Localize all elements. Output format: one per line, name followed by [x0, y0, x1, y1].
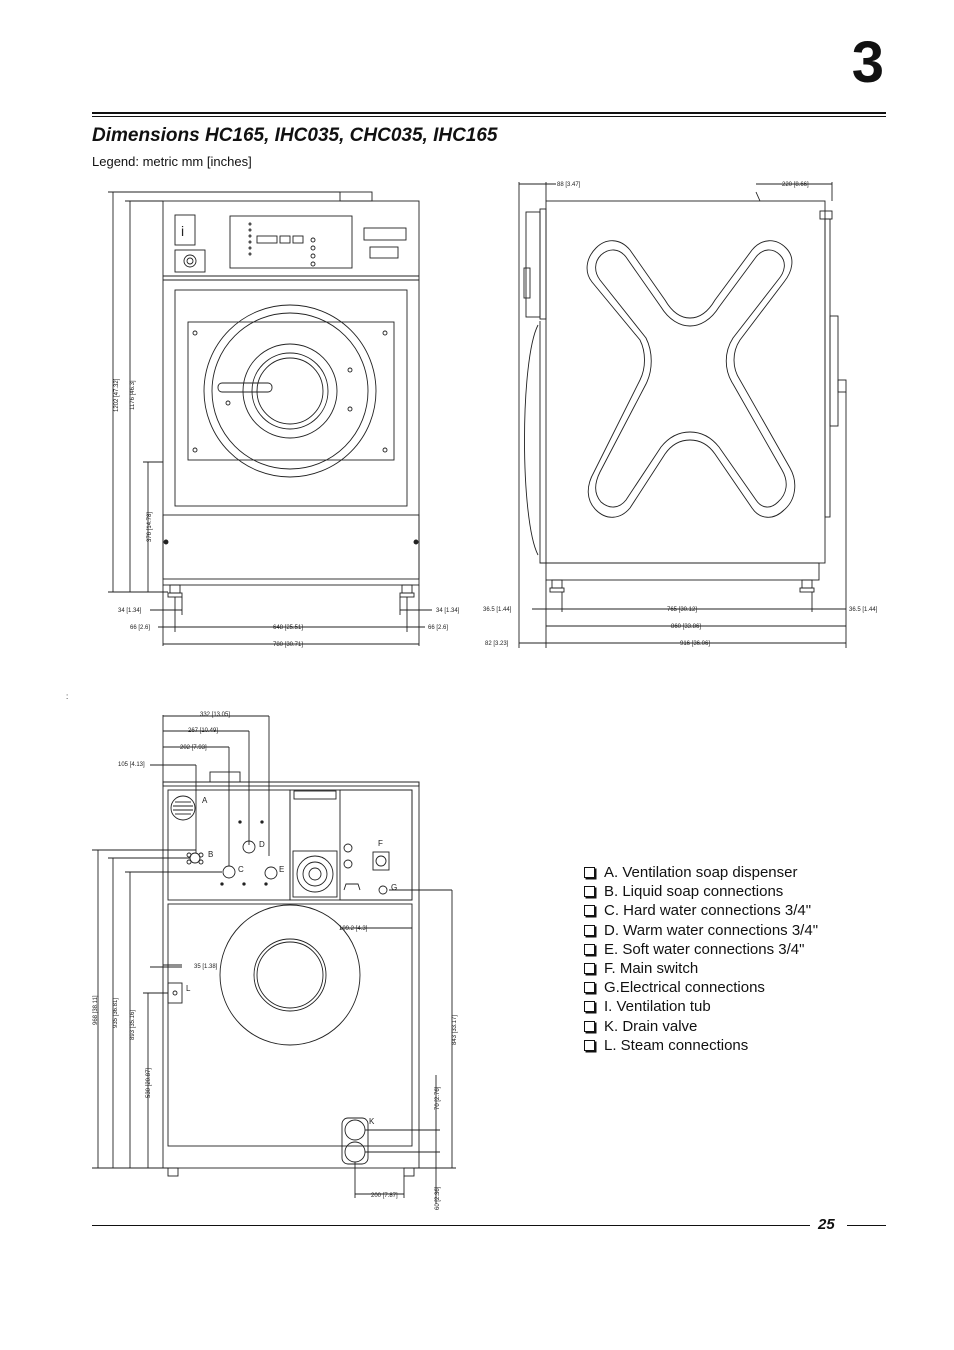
dim-rear-70: 70 [2.76]	[435, 1086, 441, 1110]
checkbox-icon	[584, 1020, 595, 1032]
label-b: B	[208, 850, 213, 859]
dim-side-front-offset: 82 [3.23]	[485, 641, 509, 647]
dim-rear-935: 935 [36.81]	[113, 998, 119, 1028]
legend-item: E. Soft water connections 3/4"	[584, 940, 818, 959]
legend-item: D. Warm water connections 3/4"	[584, 921, 818, 940]
legend-item: A. Ventilation soap dispenser	[584, 863, 818, 882]
dim-rear-267: 267 [10.49]	[188, 728, 218, 734]
legend-item: F. Main switch	[584, 959, 818, 978]
svg-text:i: i	[181, 223, 184, 239]
legend-item: G.Electrical connections	[584, 978, 818, 997]
dim-rear-893: 893 [35.16]	[130, 1010, 136, 1040]
label-d: D	[259, 840, 265, 849]
label-g: G	[391, 883, 397, 892]
checkbox-icon	[584, 943, 595, 955]
dim-rear-60: 60 [2.36]	[435, 1186, 441, 1210]
label-l: L	[186, 984, 191, 993]
units-legend: Legend: metric mm [inches]	[92, 154, 252, 169]
legend-item: C. Hard water connections 3/4"	[584, 901, 818, 920]
dimension-labels: 1202 [47.32] 1176 [46.3] 376 [14.78] 34 …	[93, 182, 878, 1210]
checkbox-icon	[584, 867, 595, 879]
checkbox-icon	[584, 886, 595, 898]
dim-front-foot-span: 648 [25.51]	[273, 625, 303, 631]
dim-side-total-depth: 916 [36.06]	[680, 641, 710, 647]
rear-view-drawing	[92, 715, 456, 1204]
dim-rear-968: 968 [38.11]	[93, 995, 99, 1025]
chapter-number: 3	[851, 30, 884, 95]
dim-rear-202: 202 [7.93]	[180, 745, 207, 751]
dim-side-foot-span: 765 [30.12]	[667, 607, 697, 613]
dim-front-total-height: 1202 [47.32]	[114, 378, 120, 412]
dim-side-foot-left: 36.5 [1.44]	[483, 607, 512, 613]
page-number: 25	[818, 1216, 835, 1233]
dim-side-top-left: 88 [3.47]	[557, 182, 581, 188]
dim-rear-109: 109.2 [4.3]	[339, 926, 368, 932]
page-title: Dimensions HC165, IHC035, CHC035, IHC165	[92, 125, 498, 146]
stray-mark: :	[66, 692, 69, 701]
dim-front-margin-right: 66 [2.6]	[428, 625, 448, 631]
checkbox-icon	[584, 1039, 595, 1051]
checkbox-icon	[584, 924, 595, 936]
label-f: F	[378, 839, 383, 848]
label-k: K	[369, 1117, 375, 1126]
dim-side-body-depth: 860 [33.86]	[671, 624, 701, 630]
dim-front-body-height: 1176 [46.3]	[130, 380, 136, 410]
footer-rule-right	[847, 1225, 886, 1226]
dim-side-top-right: 220 [8.66]	[782, 182, 809, 188]
side-view-drawing	[518, 182, 847, 648]
dim-front-foot-right: 34 [1.34]	[436, 608, 460, 614]
legend-item: K. Drain valve	[584, 1017, 818, 1036]
dim-rear-843: 843 [33.17]	[452, 1015, 458, 1045]
dim-front-foot-left: 34 [1.34]	[118, 608, 142, 614]
checkbox-icon	[584, 1001, 595, 1013]
checkbox-icon	[584, 905, 595, 917]
header-rule	[92, 112, 886, 117]
dim-front-margin-left: 66 [2.6]	[130, 625, 150, 631]
dim-front-total-width: 780 [30.71]	[273, 642, 303, 648]
label-e: E	[279, 865, 284, 874]
dim-rear-35: 35 [1.38]	[194, 964, 218, 970]
checkbox-icon	[584, 982, 595, 994]
checkbox-icon	[584, 963, 595, 975]
front-view-drawing: i	[108, 191, 432, 646]
dim-rear-105: 105 [4.13]	[118, 762, 145, 768]
label-c: C	[238, 865, 244, 874]
dim-rear-200: 200 [7.87]	[371, 1193, 398, 1199]
dim-rear-530: 530 [20.87]	[146, 1068, 152, 1098]
component-legend: A. Ventilation soap dispenser B. Liquid …	[584, 863, 818, 1055]
dim-front-lower-height: 376 [14.78]	[147, 512, 153, 542]
label-a: A	[202, 796, 208, 805]
footer-rule-left	[92, 1225, 810, 1226]
dim-side-foot-right: 36.5 [1.44]	[849, 607, 878, 613]
legend-item: B. Liquid soap connections	[584, 882, 818, 901]
legend-item: L. Steam connections	[584, 1036, 818, 1055]
dim-rear-332: 332 [13.05]	[200, 712, 230, 718]
legend-item: I. Ventilation tub	[584, 997, 818, 1016]
